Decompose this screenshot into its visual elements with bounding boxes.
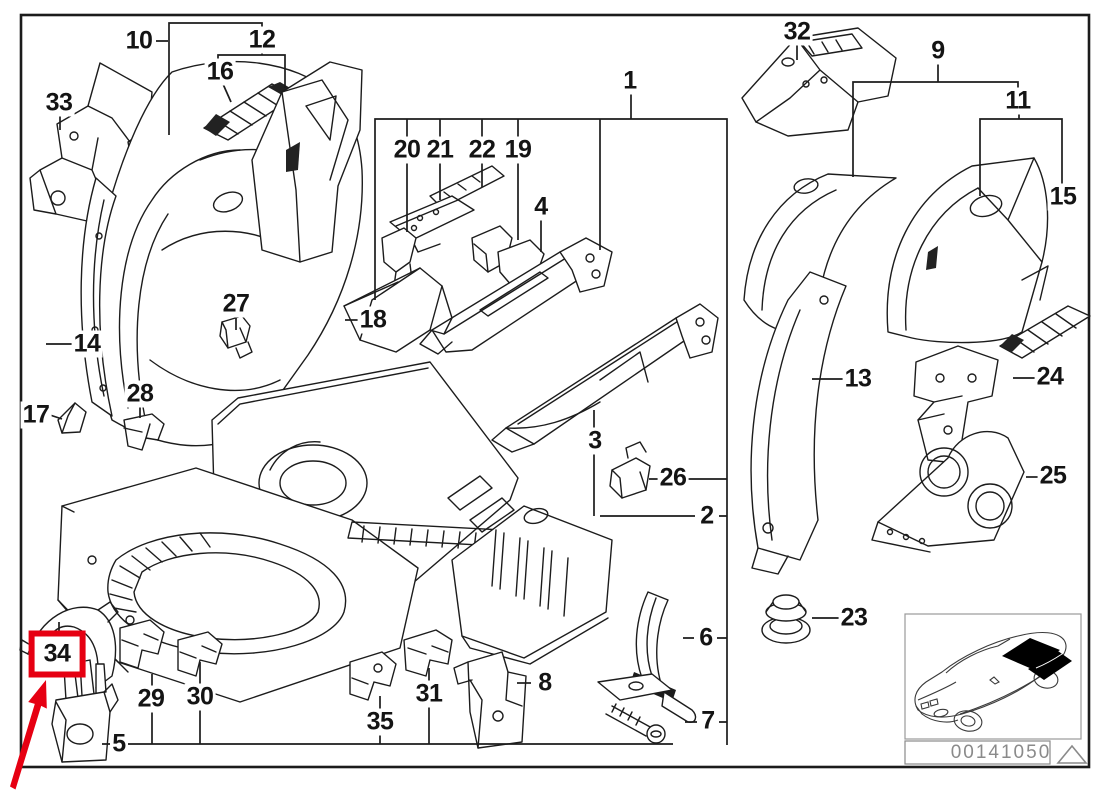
part-sketch-20-cluster bbox=[381, 165, 545, 287]
callout-29[interactable]: 29 bbox=[135, 684, 167, 713]
part-sketch-15 bbox=[999, 305, 1091, 359]
highlight-zone-trunk bbox=[1028, 651, 1072, 680]
callout-27[interactable]: 27 bbox=[220, 289, 252, 318]
part-sketch-34 bbox=[19, 601, 119, 689]
part-sketch-7 bbox=[597, 673, 673, 744]
callout-11[interactable]: 11 bbox=[1003, 86, 1033, 115]
part-sketch-2-section bbox=[451, 505, 613, 665]
car-inset-border bbox=[904, 613, 1082, 740]
callout-13[interactable]: 13 bbox=[842, 364, 874, 393]
callout-23[interactable]: 23 bbox=[838, 603, 870, 632]
callout-14[interactable]: 14 bbox=[71, 329, 103, 358]
callout-17[interactable]: 17 bbox=[20, 400, 52, 429]
callout-31[interactable]: 31 bbox=[413, 679, 445, 708]
callout-6[interactable]: 6 bbox=[697, 623, 715, 652]
callout-19[interactable]: 19 bbox=[502, 135, 534, 164]
callout-35[interactable]: 35 bbox=[364, 707, 396, 736]
callout-15[interactable]: 15 bbox=[1047, 182, 1079, 211]
part-sketch-3 bbox=[491, 303, 719, 453]
part-sketch-32 bbox=[741, 27, 897, 137]
callout-8[interactable]: 8 bbox=[536, 668, 554, 697]
car-inset bbox=[904, 613, 1088, 765]
callout-30[interactable]: 30 bbox=[184, 682, 216, 711]
part-sketch-8 bbox=[453, 651, 527, 749]
callout-5[interactable]: 5 bbox=[110, 729, 128, 758]
frame-border bbox=[19, 13, 1091, 769]
part-sketch-23 bbox=[761, 594, 811, 644]
part-sketch-6 bbox=[630, 591, 697, 724]
callout-21[interactable]: 21 bbox=[424, 135, 456, 164]
callout-12[interactable]: 12 bbox=[246, 25, 278, 54]
part-sketch-25 bbox=[871, 430, 1025, 553]
highlight-arrow bbox=[10, 680, 47, 790]
callout-16[interactable]: 16 bbox=[204, 57, 236, 86]
part-sketch-28 bbox=[123, 413, 165, 451]
part-sketch-30 bbox=[177, 631, 223, 677]
part-sketch-4 bbox=[419, 237, 613, 355]
callout-3[interactable]: 3 bbox=[586, 426, 604, 455]
warning-triangle-icon bbox=[1056, 744, 1088, 764]
callout-2[interactable]: 2 bbox=[698, 501, 716, 530]
leader-lines bbox=[46, 22, 1063, 745]
callout-10[interactable]: 10 bbox=[123, 26, 155, 55]
callout-34[interactable]: 34 bbox=[28, 630, 86, 678]
part-sketch-31 bbox=[403, 629, 453, 677]
diagram-number-plate bbox=[904, 740, 1051, 765]
callout-4[interactable]: 4 bbox=[532, 192, 550, 221]
callout-25[interactable]: 25 bbox=[1037, 461, 1069, 490]
part-sketch-26 bbox=[609, 441, 651, 499]
callout-7[interactable]: 7 bbox=[699, 706, 717, 735]
callout-32[interactable]: 32 bbox=[781, 17, 813, 46]
part-sketch-12 bbox=[251, 61, 363, 263]
callout-20[interactable]: 20 bbox=[391, 135, 423, 164]
highlight-zone-rear-deck bbox=[1002, 638, 1060, 669]
part-sketch-11 bbox=[886, 157, 1049, 344]
callout-18[interactable]: 18 bbox=[357, 305, 389, 334]
callout-26[interactable]: 26 bbox=[657, 463, 689, 492]
part-sketch-17 bbox=[57, 402, 87, 434]
part-sketch-35 bbox=[349, 651, 397, 701]
part-sketch-29 bbox=[119, 619, 165, 669]
part-sketch-13 bbox=[750, 271, 847, 575]
diagram-number: 00141050 bbox=[950, 742, 1052, 763]
callout-33[interactable]: 33 bbox=[43, 88, 75, 117]
part-sketches bbox=[19, 27, 1091, 763]
callout-28[interactable]: 28 bbox=[124, 379, 156, 408]
part-sketch-16 bbox=[203, 82, 297, 141]
callout-22[interactable]: 22 bbox=[466, 135, 498, 164]
callout-9[interactable]: 9 bbox=[929, 36, 947, 65]
callout-24[interactable]: 24 bbox=[1034, 362, 1066, 391]
callout-1[interactable]: 1 bbox=[621, 66, 639, 95]
